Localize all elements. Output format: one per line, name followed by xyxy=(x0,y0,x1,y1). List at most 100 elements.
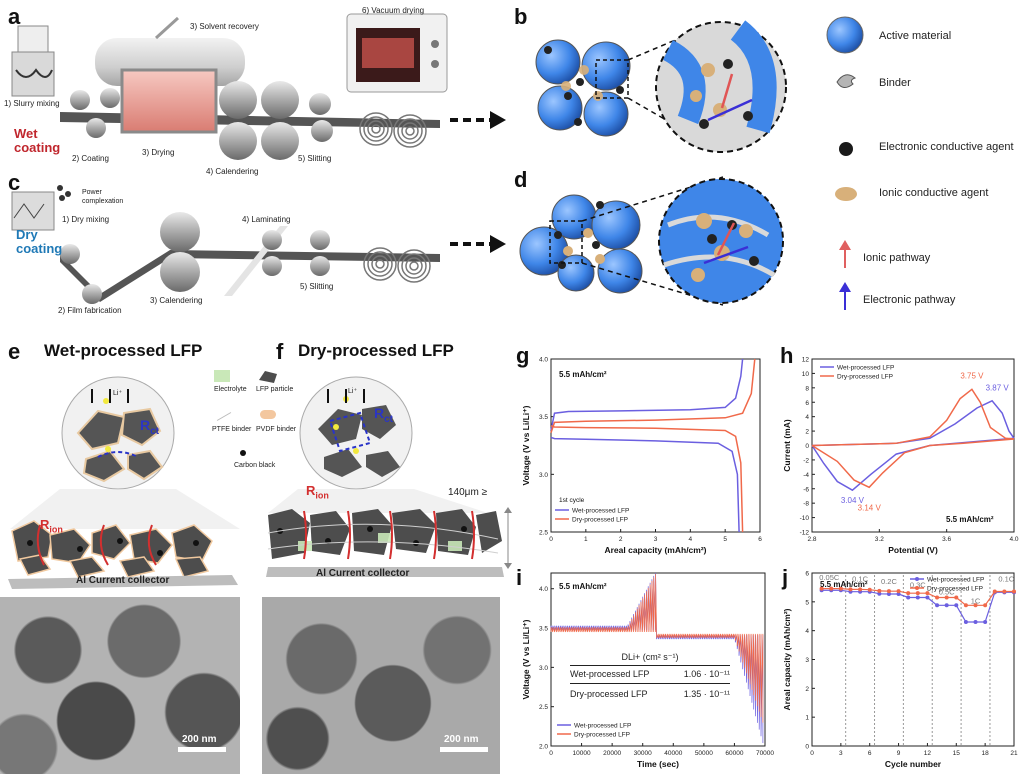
y-tick-label: 2.0 xyxy=(539,744,548,751)
lfp-particle-icon xyxy=(259,371,277,383)
data-point xyxy=(867,587,872,592)
series-wet-charge xyxy=(550,358,744,431)
data-point xyxy=(992,589,997,594)
data-point xyxy=(915,591,920,596)
dry-scale-label: 200 nm xyxy=(444,734,479,745)
dry-rion-sub: ion xyxy=(315,490,329,501)
x-axis-label: Potential (V) xyxy=(888,545,938,555)
panel-label-b: b xyxy=(514,4,528,29)
data-point xyxy=(963,620,968,625)
plot-frame xyxy=(550,358,761,533)
annotation: 5.5 mAh/cm² xyxy=(946,515,994,524)
series-wet-discharge xyxy=(550,436,740,533)
data-point xyxy=(829,586,834,591)
blue-arrow-icon xyxy=(839,282,851,310)
step-film-fabrication: 2) Film fabrication xyxy=(58,306,122,315)
wet-scale-label: 200 nm xyxy=(182,734,217,745)
x-tick-label: 1 xyxy=(584,536,588,543)
wet-rct-sub: ct xyxy=(150,425,160,437)
y-tick-label: 3 xyxy=(805,657,809,664)
data-point xyxy=(906,595,911,600)
legend-label: Wet-processed LFP xyxy=(927,577,984,584)
legend-lfp: LFP particle xyxy=(256,386,294,393)
diffusion-table-header: DLi+ (cm² s⁻¹) xyxy=(570,652,730,666)
dry-li-label: Li⁺ xyxy=(348,388,358,395)
data-point xyxy=(935,595,940,600)
cycle-note: 1st cycle xyxy=(559,497,585,504)
x-tick-label: 2 xyxy=(619,536,623,543)
legend-binder: Binder xyxy=(879,77,911,89)
diffusion-row-wet-value: 1.06 · 10⁻¹¹ xyxy=(683,669,730,679)
x-axis-label: Time (sec) xyxy=(637,759,679,769)
step-slitting-dry: 5) Slitting xyxy=(300,282,334,291)
x-tick-label: 0 xyxy=(810,750,814,757)
step-calendering-dry: 3) Calendering xyxy=(150,296,203,305)
x-tick-label: 2.8 xyxy=(807,536,816,543)
carbon-black-icon xyxy=(240,450,246,456)
data-point xyxy=(973,603,978,608)
diffusion-header-text: DLi+ (cm² s⁻¹) xyxy=(621,652,679,662)
y-tick-label: 3.5 xyxy=(539,626,548,633)
dry-coating-line-illustration xyxy=(11,185,440,304)
y-tick-label: 1 xyxy=(805,715,809,722)
legend-label: Dry-processed LFP xyxy=(837,374,893,381)
step-vacuum-drying: 6) Vacuum drying xyxy=(362,6,425,15)
tan-particle-icon xyxy=(835,187,857,201)
legend-ptfe: PTFE binder xyxy=(212,426,252,433)
panel-f: f Dry-processed LFP Li⁺ Rct Rion 140μm xyxy=(258,335,520,774)
y-tick-label: -6 xyxy=(803,486,809,493)
series-dry-discharge xyxy=(550,425,744,533)
y-tick-label: 6 xyxy=(805,571,809,578)
rate-label: 0.1C xyxy=(998,575,1014,584)
data-point xyxy=(944,603,949,608)
y-tick-label: 2.5 xyxy=(539,704,548,711)
x-tick-label: 30000 xyxy=(634,750,652,757)
step-slitting: 5) Slitting xyxy=(298,154,332,163)
arrow-c-to-d xyxy=(450,235,506,253)
x-tick-label: 3.2 xyxy=(875,536,884,543)
diffusion-table: DLi+ (cm² s⁻¹) Wet-processed LFP 1.06 · … xyxy=(570,652,730,700)
legend-label: Wet-processed LFP xyxy=(572,508,629,515)
y-axis-label: Voltage (V vs Li/Li⁺) xyxy=(521,405,531,485)
dry-label-line1: Dry xyxy=(16,227,38,242)
legend-electrolyte: Electrolyte xyxy=(214,386,247,393)
panel-f-title: Dry-processed LFP xyxy=(298,341,454,360)
panel-label-d: d xyxy=(514,167,528,192)
data-point xyxy=(877,588,882,593)
series-dry-gitt xyxy=(550,573,764,723)
dry-rct-main: R xyxy=(374,405,385,421)
step-coating: 2) Coating xyxy=(72,154,109,163)
wet-rion-sub: ion xyxy=(49,524,63,535)
y-axis-label: Voltage (V vs Li/Li⁺) xyxy=(521,619,531,699)
y-tick-label: 8 xyxy=(805,385,809,392)
data-point xyxy=(886,592,891,597)
legend-label: Dry-processed LFP xyxy=(574,732,630,739)
dry-processed-schematic xyxy=(266,376,512,577)
x-tick-label: 6 xyxy=(868,750,872,757)
step-solvent-recovery: 3) Solvent recovery xyxy=(190,22,259,31)
plot-frame xyxy=(811,358,1015,533)
wet-label-line2: coating xyxy=(14,140,61,155)
diffusion-row-dry: Dry-processed LFP 1.35 · 10⁻¹¹ xyxy=(570,683,730,700)
x-tick-label: 50000 xyxy=(695,750,713,757)
y-tick-label: 12 xyxy=(802,357,810,364)
wet-processed-schematic xyxy=(8,376,240,589)
panel-a: a xyxy=(0,0,470,178)
y-tick-label: -2 xyxy=(803,457,809,464)
x-tick-label: 21 xyxy=(1010,750,1018,757)
data-point xyxy=(915,595,920,600)
peak-label: 3.87 V xyxy=(986,384,1010,393)
y-tick-label: 6 xyxy=(805,400,809,407)
data-point xyxy=(973,620,978,625)
legend-label: Wet-processed LFP xyxy=(574,723,631,730)
data-point xyxy=(935,603,940,608)
x-tick-label: 12 xyxy=(924,750,932,757)
panel-c: c Power complexation 1) Dry mixing 2) Fi… xyxy=(0,170,470,320)
series-wet-anodic xyxy=(811,399,1015,447)
arrow-a-to-b xyxy=(450,111,506,129)
data-point xyxy=(925,591,930,596)
panel-label-g: g xyxy=(516,343,530,368)
x-tick-label: 60000 xyxy=(725,750,743,757)
